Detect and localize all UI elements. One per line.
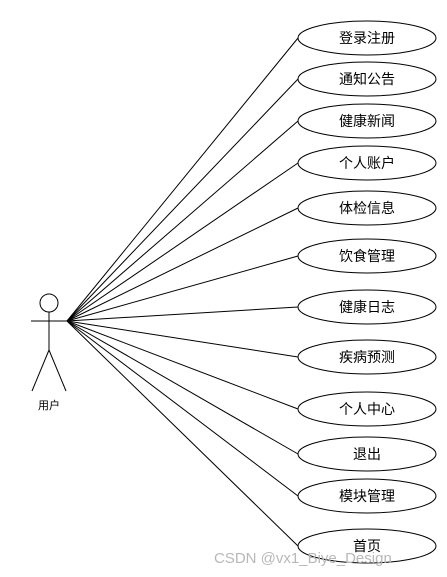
use-case-label: 首页 [353, 539, 381, 555]
use-case-ellipse [297, 103, 437, 139]
use-case-ellipse [297, 339, 437, 375]
use-case-label: 体检信息 [339, 200, 395, 217]
association-line [66, 78, 299, 322]
actor-user: 用户 [31, 293, 67, 412]
association-lines [66, 37, 299, 547]
use-case-ellipse [297, 190, 437, 226]
use-case-label: 退出 [353, 447, 381, 463]
use-case: 疾病预测 [297, 339, 437, 375]
actor-right-leg [48, 349, 67, 392]
actor-head [39, 293, 59, 313]
use-case-list: 登录注册通知公告健康新闻个人账户体检信息饮食管理健康日志疾病预测个人中心退出模块… [297, 20, 437, 564]
use-case-label: 个人中心 [339, 402, 395, 418]
use-case-label: 通知公告 [339, 71, 395, 88]
association-line [66, 162, 299, 322]
use-case: 个人中心 [297, 391, 437, 427]
association-line [66, 320, 299, 497]
use-case: 健康新闻 [297, 103, 437, 139]
use-case-ellipse [297, 391, 437, 427]
use-case: 首页 [297, 528, 437, 564]
actor-left-leg [31, 349, 50, 392]
association-line [66, 207, 299, 322]
association-line [66, 320, 299, 547]
use-case: 饮食管理 [297, 238, 437, 274]
use-case-label: 饮食管理 [339, 248, 395, 265]
association-line [66, 320, 299, 455]
use-case-label: 健康新闻 [339, 113, 395, 130]
use-case-label: 模块管理 [339, 489, 395, 505]
use-case: 个人账户 [297, 145, 437, 181]
association-line [66, 37, 299, 322]
association-line [66, 120, 299, 322]
use-case-ellipse [297, 61, 437, 97]
use-case-ellipse [297, 145, 437, 181]
use-case-ellipse [297, 289, 437, 325]
use-case: 退出 [297, 436, 437, 472]
use-case-ellipse [297, 528, 437, 564]
use-case-ellipse [297, 238, 437, 274]
use-case-label: 个人账户 [339, 155, 395, 172]
use-case: 登录注册 [297, 20, 437, 56]
use-case: 体检信息 [297, 190, 437, 226]
association-line [66, 320, 299, 358]
use-case-ellipse [297, 20, 437, 56]
use-case-ellipse [297, 436, 437, 472]
association-line [66, 306, 299, 322]
use-case: 通知公告 [297, 61, 437, 97]
use-case: 健康日志 [297, 289, 437, 325]
use-case-label: 登录注册 [339, 31, 395, 47]
watermark: CSDN @vx1_Biye_Design [214, 550, 392, 567]
actor-label: 用户 [38, 398, 60, 412]
use-case-label: 疾病预测 [339, 350, 395, 366]
association-line [66, 255, 299, 322]
association-line [66, 320, 299, 410]
use-case: 模块管理 [297, 478, 437, 514]
use-case-ellipse [297, 478, 437, 514]
use-case-label: 健康日志 [339, 299, 395, 316]
